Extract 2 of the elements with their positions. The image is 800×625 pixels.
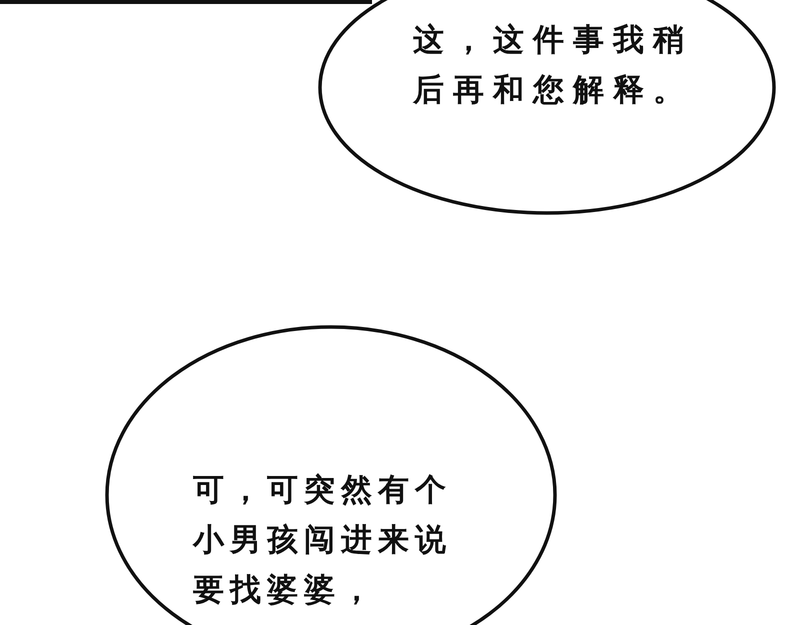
speech-text: 可，可突然有个小男孩闯进来说要找婆婆， xyxy=(193,471,453,610)
speech-text: 这，这件事我稍后再和您解释。 xyxy=(413,21,694,110)
